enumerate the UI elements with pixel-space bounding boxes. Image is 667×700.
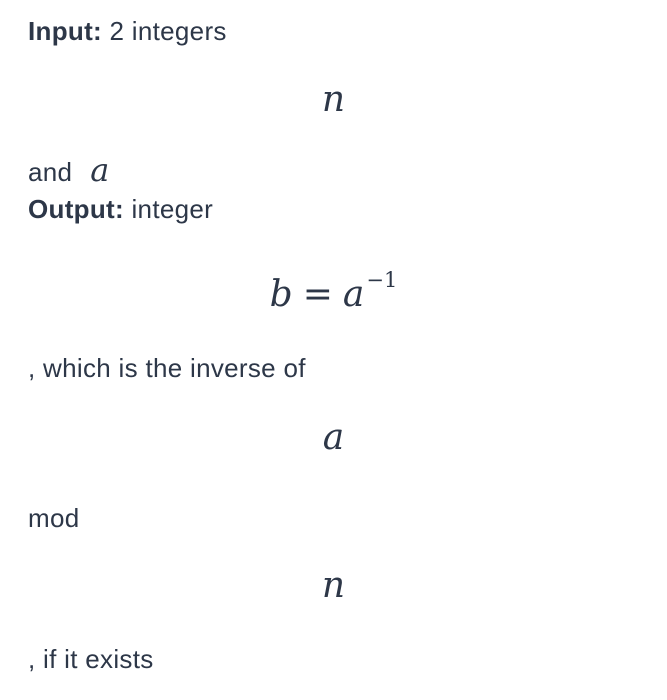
output-label: Output: [28,194,124,224]
inline-math-a: a [90,151,110,189]
math-variable-n-second: n [321,565,346,606]
display-math-equation: b=a−1 [28,270,639,316]
paragraph-inverse: , which is the inverse of [28,350,639,387]
and-text: and [28,157,73,187]
paragraph-input: Input: 2 integers [28,13,639,50]
paragraph-mod: mod [28,500,639,537]
math-variable-n: n [321,79,346,120]
output-text: integer [123,194,214,224]
inverse-text: , which is the inverse of [28,353,306,383]
display-math-a: a [28,416,639,459]
math-variable-b: b [269,274,293,315]
input-label: Input: [28,16,102,46]
display-math-n-first: n [28,78,639,121]
mod-text: mod [28,503,80,533]
math-superscript-minus-one: −1 [366,268,398,293]
display-math-n-second: n [28,564,639,607]
math-variable-a: a [342,274,365,315]
math-variable-a-display: a [322,417,345,458]
exists-text: , if it exists [28,644,154,674]
equals-operator: = [302,274,333,315]
input-text: 2 integers [102,16,227,46]
paragraph-exists: , if it exists [28,641,639,678]
